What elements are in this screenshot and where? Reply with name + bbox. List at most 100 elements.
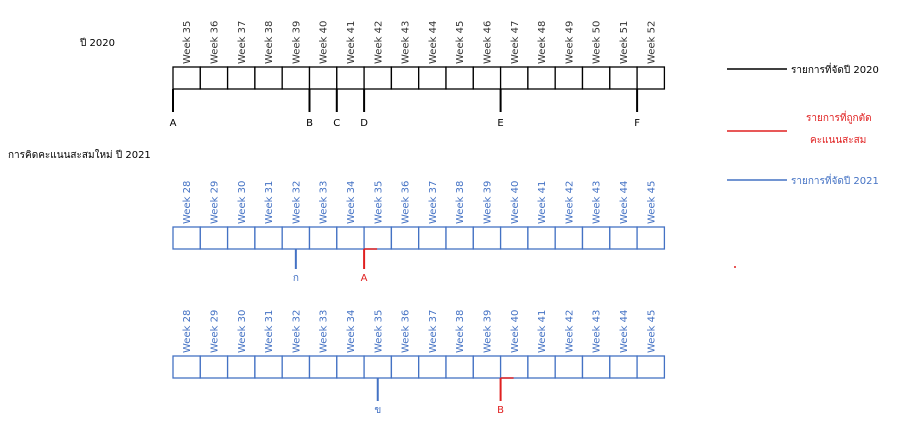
week-label: Week 34 bbox=[346, 310, 357, 353]
marker-label: A bbox=[361, 273, 368, 284]
week-cell bbox=[281, 355, 311, 379]
week-label: Week 42 bbox=[564, 181, 575, 224]
week-label: Week 35 bbox=[373, 181, 384, 224]
week-label: Week 29 bbox=[209, 310, 220, 353]
week-label: Week 37 bbox=[428, 310, 439, 353]
week-cell bbox=[308, 355, 338, 379]
week-cell bbox=[308, 226, 338, 250]
week-cell bbox=[226, 226, 256, 250]
legend-text-cut-line2: คะแนนสะสม bbox=[810, 135, 866, 146]
week-cell bbox=[390, 355, 420, 379]
week-cell bbox=[418, 355, 447, 379]
marker-label: F bbox=[634, 118, 640, 129]
week-label: Week 31 bbox=[264, 181, 275, 224]
week-label: Week 30 bbox=[237, 181, 248, 224]
week-cell bbox=[390, 226, 420, 250]
week-label: Week 43 bbox=[592, 181, 603, 224]
week-label: Week 41 bbox=[537, 181, 548, 224]
week-cell bbox=[554, 66, 584, 90]
legend: รายการที่จัดปี 2020 รายการที่ถูกตัด คะแน… bbox=[727, 62, 879, 268]
week-label: Week 28 bbox=[182, 310, 193, 353]
week-cell bbox=[472, 355, 502, 379]
week-cell bbox=[254, 66, 283, 90]
week-cell bbox=[581, 355, 611, 379]
week-label: Week 41 bbox=[537, 310, 548, 353]
week-label: Week 47 bbox=[510, 21, 521, 64]
week-cell bbox=[336, 226, 365, 250]
week-label: Week 39 bbox=[482, 181, 493, 224]
week-cell bbox=[554, 355, 584, 379]
week-label: Week 39 bbox=[291, 21, 302, 64]
week-cell bbox=[308, 66, 338, 90]
marker-label: D bbox=[360, 118, 368, 129]
marker-label: B bbox=[497, 405, 504, 416]
week-label: Week 48 bbox=[537, 21, 548, 64]
title-2020: ปี 2020 bbox=[79, 37, 115, 49]
week-label: Week 45 bbox=[455, 21, 466, 64]
title-2021-section: การคิดคะแนนสะสมใหม่ ปี 2021 bbox=[8, 149, 151, 161]
week-cell bbox=[609, 226, 638, 250]
week-label: Week 37 bbox=[428, 181, 439, 224]
week-cell bbox=[199, 66, 229, 90]
week-label: Week 35 bbox=[182, 21, 193, 64]
stray-dot bbox=[734, 266, 736, 268]
week-cell bbox=[445, 355, 474, 379]
week-cell bbox=[636, 66, 666, 90]
week-cell bbox=[336, 355, 365, 379]
week-label: Week 40 bbox=[510, 310, 521, 353]
week-label: Week 40 bbox=[510, 181, 521, 224]
week-label: Week 37 bbox=[237, 21, 248, 64]
legend-text-2021: รายการที่จัดปี 2021 bbox=[791, 173, 879, 187]
week-label: Week 51 bbox=[619, 21, 630, 64]
week-cell bbox=[472, 226, 502, 250]
week-label: Week 33 bbox=[319, 310, 330, 353]
week-label: Week 36 bbox=[401, 310, 412, 353]
week-cell bbox=[226, 355, 256, 379]
week-cell bbox=[363, 66, 393, 90]
week-label: Week 46 bbox=[482, 21, 493, 64]
marker-label: C bbox=[333, 118, 340, 129]
week-label: Week 36 bbox=[209, 21, 220, 64]
week-label: Week 52 bbox=[646, 21, 657, 64]
week-cell bbox=[363, 226, 393, 250]
timeline-2020: Week 35 Week 36 Week 37 Week 38 Week 39 Week … bbox=[170, 21, 666, 129]
week-label: Week 45 bbox=[646, 310, 657, 353]
week-label: Week 44 bbox=[619, 181, 630, 224]
week-cell bbox=[581, 66, 611, 90]
week-cell bbox=[254, 355, 283, 379]
week-label: Week 34 bbox=[346, 181, 357, 224]
week-label: Week 42 bbox=[373, 21, 384, 64]
week-cell bbox=[499, 355, 529, 379]
week-cell bbox=[499, 66, 529, 90]
week-label: Week 43 bbox=[401, 21, 412, 64]
week-cell bbox=[254, 226, 283, 250]
week-label: Week 39 bbox=[482, 310, 493, 353]
week-cell bbox=[172, 226, 201, 250]
week-cell bbox=[581, 226, 611, 250]
week-cell bbox=[636, 355, 666, 379]
week-cell bbox=[281, 66, 311, 90]
week-cell bbox=[390, 66, 420, 90]
week-label: Week 35 bbox=[373, 310, 384, 353]
week-label: Week 45 bbox=[646, 181, 657, 224]
week-cell bbox=[554, 226, 584, 250]
week-label: Week 44 bbox=[428, 21, 439, 64]
week-label: Week 31 bbox=[264, 310, 275, 353]
marker-label: A bbox=[170, 118, 177, 129]
week-label: Week 38 bbox=[455, 310, 466, 353]
week-cell bbox=[418, 226, 447, 250]
marker-label: ก bbox=[293, 273, 299, 284]
week-label: Week 50 bbox=[592, 21, 603, 64]
week-label: Week 38 bbox=[264, 21, 275, 64]
legend-text-2020: รายการที่จัดปี 2020 bbox=[791, 62, 879, 76]
week-label: Week 32 bbox=[291, 310, 302, 353]
week-label: Week 42 bbox=[564, 310, 575, 353]
week-label: Week 44 bbox=[619, 310, 630, 353]
week-label: Week 49 bbox=[564, 21, 575, 64]
week-cell bbox=[226, 66, 256, 90]
week-cell bbox=[636, 226, 666, 250]
week-cell bbox=[363, 355, 393, 379]
week-label: Week 40 bbox=[319, 21, 330, 64]
marker-label: ข bbox=[374, 405, 381, 416]
